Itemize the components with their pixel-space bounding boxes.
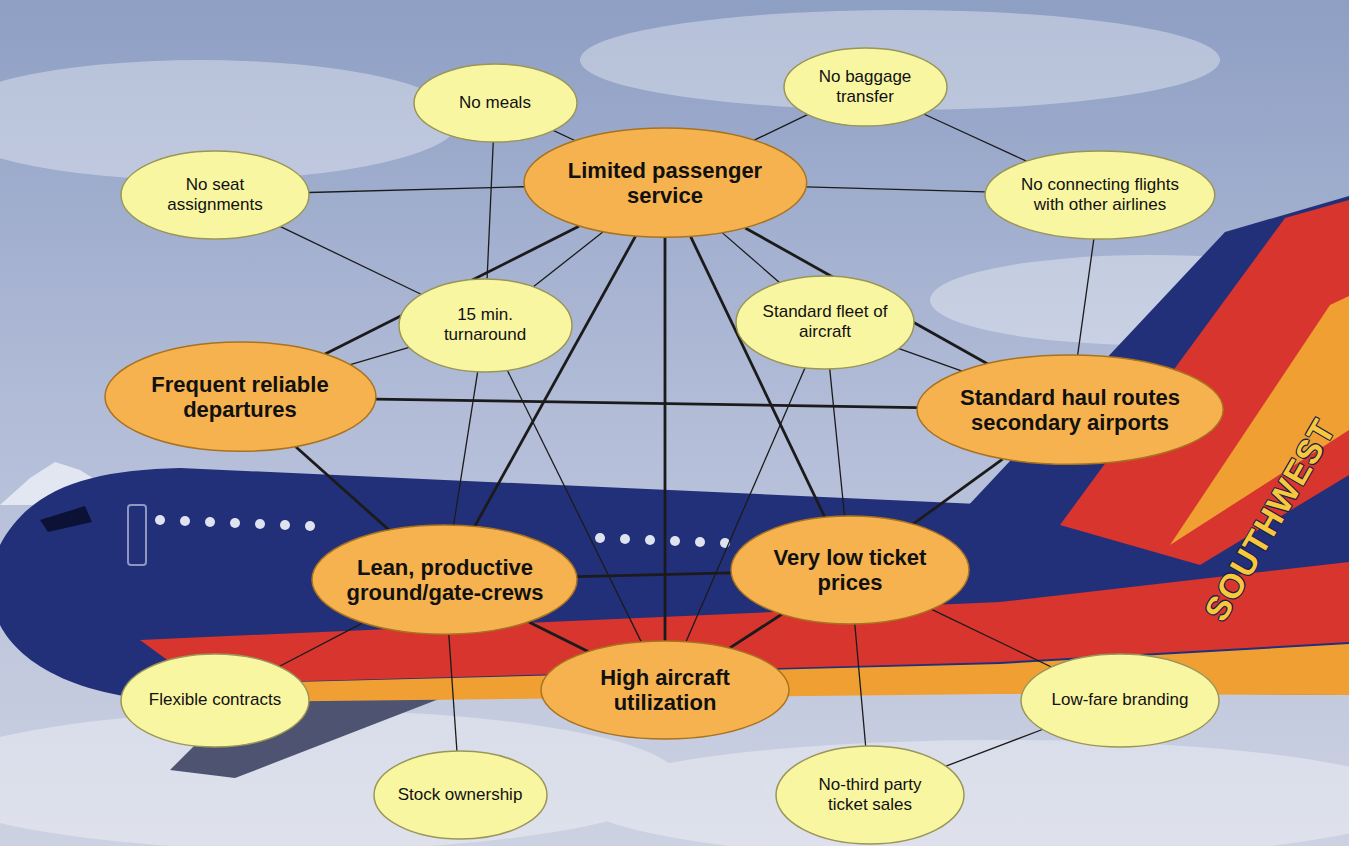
activity-link bbox=[280, 623, 363, 666]
activity-label: No seat assignments bbox=[155, 175, 275, 214]
activity-link bbox=[932, 609, 1051, 666]
ellipse-shape bbox=[399, 279, 572, 372]
activity-ellipse: No seat assignments bbox=[120, 150, 310, 240]
activity-link bbox=[454, 371, 478, 525]
activity-label: Standard fleet of aircraft bbox=[763, 302, 888, 341]
activity-label: Lean, productive ground/gate-crews bbox=[337, 555, 552, 606]
activity-ellipse: Standard fleet of aircraft bbox=[735, 275, 915, 370]
core-activity-ellipse: Lean, productive ground/gate-crews bbox=[311, 524, 578, 635]
ellipse-shape bbox=[917, 355, 1223, 464]
activity-ellipse: Low-fare branding bbox=[1020, 653, 1220, 748]
activity-label: No-third party ticket sales bbox=[808, 775, 933, 814]
activity-ellipse: Flexible contracts bbox=[120, 653, 310, 748]
activity-link bbox=[722, 233, 779, 282]
activity-link bbox=[553, 130, 575, 140]
activity-link bbox=[349, 347, 409, 365]
activity-link bbox=[487, 142, 493, 279]
core-activity-ellipse: High aircraft utilization bbox=[540, 640, 790, 740]
ellipse-shape bbox=[1021, 654, 1219, 747]
ellipse-shape bbox=[985, 151, 1215, 239]
core-activity-ellipse: Standard haul routes secondary airports bbox=[916, 354, 1224, 465]
activity-link bbox=[1078, 239, 1094, 356]
activity-label: Very low ticket prices bbox=[770, 545, 930, 596]
activity-ellipse: No baggage transfer bbox=[783, 47, 948, 127]
activity-link bbox=[855, 624, 866, 746]
activity-label: No connecting flights with other airline… bbox=[1007, 175, 1192, 214]
ellipse-shape bbox=[121, 654, 309, 747]
activity-link bbox=[924, 114, 1027, 161]
activity-link bbox=[830, 368, 845, 516]
activity-link bbox=[375, 399, 917, 407]
plane-lettering: SOUTHWEST bbox=[1197, 412, 1344, 627]
activity-ellipse: No meals bbox=[413, 63, 578, 143]
activity-link bbox=[754, 115, 808, 141]
activity-link bbox=[529, 622, 588, 651]
activity-link bbox=[730, 614, 782, 648]
activity-label: High aircraft utilization bbox=[583, 665, 748, 716]
activity-label: 15 min. turnaround bbox=[429, 305, 541, 344]
core-activity-ellipse: Limited passenger service bbox=[523, 127, 808, 238]
ellipse-shape bbox=[105, 342, 376, 451]
activity-link bbox=[913, 459, 1003, 524]
ellipse-shape bbox=[776, 746, 964, 844]
activity-label: Flexible contracts bbox=[149, 690, 281, 710]
activity-link bbox=[281, 227, 421, 294]
ellipse-shape bbox=[784, 48, 947, 126]
ellipse-shape bbox=[312, 525, 577, 634]
activity-ellipse: No-third party ticket sales bbox=[775, 745, 965, 845]
ellipse-shape bbox=[731, 516, 969, 624]
activity-label: No meals bbox=[459, 93, 531, 113]
activity-ellipse: 15 min. turnaround bbox=[398, 278, 573, 373]
activity-link bbox=[296, 447, 390, 531]
activity-label: Standard haul routes secondary airports bbox=[945, 385, 1195, 436]
activity-link bbox=[309, 187, 524, 193]
activity-link bbox=[664, 238, 667, 641]
activity-ellipse: No connecting flights with other airline… bbox=[984, 150, 1216, 240]
ellipse-shape bbox=[121, 151, 309, 239]
activity-label: Low-fare branding bbox=[1051, 690, 1188, 710]
activity-link bbox=[449, 635, 457, 751]
activity-link bbox=[946, 729, 1043, 766]
activity-label: No baggage transfer bbox=[809, 67, 921, 106]
activity-label: Limited passenger service bbox=[550, 158, 780, 209]
ellipse-shape bbox=[414, 64, 577, 142]
plane-door bbox=[128, 505, 146, 565]
activity-label: Frequent reliable departures bbox=[130, 372, 350, 423]
ellipse-shape bbox=[374, 751, 547, 839]
activity-ellipse: Stock ownership bbox=[373, 750, 548, 840]
activity-link bbox=[806, 187, 985, 192]
activity-link bbox=[577, 573, 731, 577]
activity-label: Stock ownership bbox=[398, 785, 523, 805]
clouds bbox=[0, 10, 1349, 846]
ellipse-shape bbox=[541, 641, 789, 739]
activity-link bbox=[898, 348, 962, 371]
core-activity-ellipse: Frequent reliable departures bbox=[104, 341, 377, 452]
core-activity-ellipse: Very low ticket prices bbox=[730, 515, 970, 625]
cockpit-window bbox=[40, 506, 92, 532]
activity-link bbox=[534, 232, 603, 287]
ellipse-shape bbox=[736, 276, 914, 369]
ellipse-shape bbox=[524, 128, 807, 237]
